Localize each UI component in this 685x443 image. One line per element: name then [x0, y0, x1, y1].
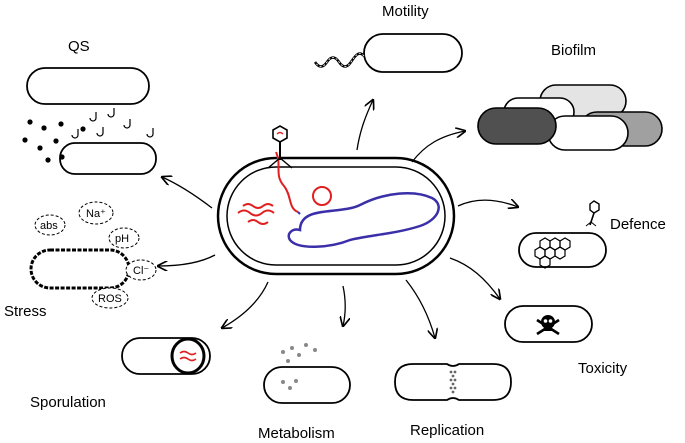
phage-dna	[275, 151, 299, 213]
bubble-na	[78, 201, 114, 225]
replication-panel: Replication	[394, 363, 512, 439]
motility-panel: Motility	[313, 3, 463, 73]
central-bacterium	[216, 151, 456, 276]
metabolism-label: Metabolism	[258, 425, 335, 442]
bubble-abs	[34, 214, 66, 236]
phage-icon-defence	[585, 200, 600, 227]
bubble-cl	[125, 259, 157, 281]
dividing-cell	[394, 363, 512, 401]
bubble-abs-text: abs	[40, 220, 58, 232]
metabolism-panel: Metabolism	[258, 343, 351, 442]
toxicity-label: Toxicity	[578, 360, 628, 377]
arrow-to-stress	[158, 254, 216, 266]
metabolite-dots	[281, 343, 317, 390]
replication-label: Replication	[410, 422, 484, 439]
arrow-to-biofilm	[411, 131, 465, 163]
sporulation-panel: Sporulation	[30, 337, 211, 411]
mrna-squiggles	[237, 203, 275, 225]
arrow-to-motility	[356, 100, 373, 151]
phage-icon	[267, 125, 293, 169]
arrows	[158, 100, 518, 338]
arrow-to-sporulation	[222, 281, 269, 328]
arrow-to-defence	[457, 200, 518, 207]
bubble-ph	[108, 227, 140, 249]
bubble-ph-text: pH	[115, 233, 129, 245]
arrow-to-qs	[162, 177, 213, 209]
biofilm-label: Biofilm	[551, 42, 596, 59]
qs-label: QS	[68, 38, 90, 55]
defence-label: Defence	[610, 216, 666, 233]
biofilm-panel: Biofilm	[477, 42, 663, 151]
arrow-to-toxicity	[449, 257, 500, 299]
qs-panel: QS	[22, 38, 157, 175]
sporulation-label: Sporulation	[30, 394, 106, 411]
defence-panel: Defence	[518, 200, 666, 269]
bubble-ros	[91, 287, 129, 309]
signal-molecules	[22, 108, 154, 163]
spore	[170, 337, 206, 375]
motility-label: Motility	[382, 3, 429, 20]
plasmid	[312, 186, 332, 206]
crispr-hexagons-icon	[534, 237, 571, 269]
flagellum	[313, 52, 365, 68]
stress-panel: Stress abs Na⁺ pH Cl⁻ ROS	[4, 201, 157, 320]
bubble-na-text: Na⁺	[86, 208, 106, 220]
toxicity-panel: Toxicity	[504, 305, 628, 377]
skull-crossbones-icon	[536, 315, 560, 336]
bubble-cl-text: Cl⁻	[133, 265, 149, 277]
chromosome	[287, 192, 440, 248]
arrow-to-replication	[405, 279, 435, 338]
bubble-ros-text: ROS	[98, 293, 122, 305]
stress-label: Stress	[4, 303, 47, 320]
stressed-cell	[29, 248, 131, 290]
arrow-to-metabolism	[343, 285, 345, 326]
